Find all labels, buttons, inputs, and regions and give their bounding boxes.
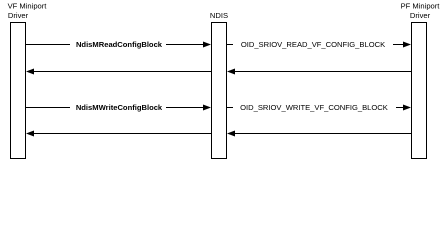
pf-miniport-lifeline — [411, 22, 427, 159]
message-arrow-1-head — [203, 41, 211, 48]
sequence-diagram: VF Miniport Driver NDIS PF Miniport Driv… — [8, 2, 441, 159]
pf-miniport-title-line1: PF Miniport — [401, 2, 441, 11]
message-arrow-2-head — [26, 68, 34, 75]
message-arrow-6-head — [26, 130, 34, 137]
message-arrow-5-head — [203, 104, 211, 111]
ndis-title: NDIS — [210, 11, 228, 20]
vf-miniport-lifeline — [10, 22, 26, 159]
ndis-lifeline — [211, 22, 227, 159]
message-label-3: OID_SRIOV_READ_VF_CONFIG_BLOCK — [241, 40, 385, 49]
vf-miniport-title-line2: Driver — [8, 11, 29, 20]
message-arrow-7-head — [403, 104, 411, 111]
message-arrow-8-head — [227, 130, 235, 137]
message-label-1: NdisMReadConfigBlock — [76, 40, 163, 49]
message-arrow-3-head — [403, 41, 411, 48]
message-label-7: OID_SRIOV_WRITE_VF_CONFIG_BLOCK — [240, 103, 388, 112]
pf-miniport-title-line2: Driver — [410, 11, 431, 20]
vf-miniport-title-line1: VF Miniport — [8, 2, 48, 11]
message-arrow-4-head — [227, 68, 235, 75]
message-label-5: NdisMWriteConfigBlock — [76, 103, 163, 112]
